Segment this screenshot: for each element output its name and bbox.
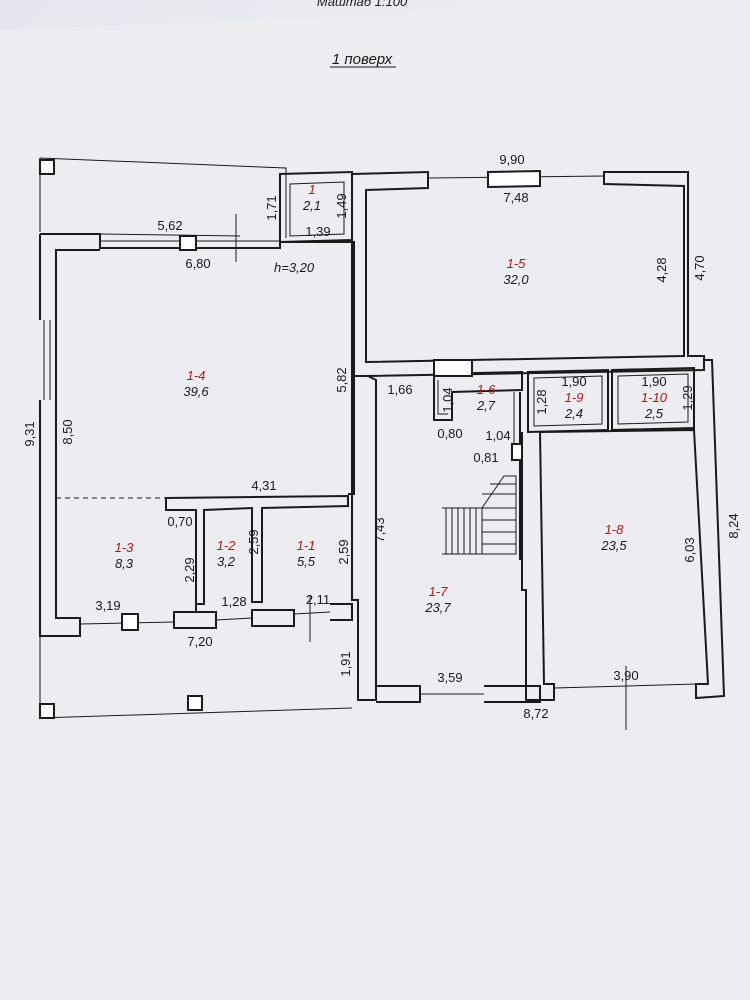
room-1-1-area: 5,5 xyxy=(297,554,316,569)
floor-title: 1 поверх xyxy=(332,51,393,68)
room-1-10-area: 2,5 xyxy=(644,406,664,421)
room-1-3-id: 1-3 xyxy=(115,540,135,555)
dim-label: 7,43 xyxy=(372,517,387,542)
wall-room-1-6 xyxy=(433,370,523,421)
room-1-7-id: 1-7 xyxy=(429,584,449,599)
dim-label: 1,39 xyxy=(305,224,330,239)
window-1-2 xyxy=(215,617,253,621)
pillar-north-1-4 xyxy=(179,235,197,251)
dim-label: 2,11 xyxy=(306,592,330,607)
dim-label: 7,20 xyxy=(187,634,212,649)
ceiling-height-label: h=3,20 xyxy=(274,260,315,275)
dim-label: 4,70 xyxy=(692,255,707,280)
dim-label: 8,72 xyxy=(523,706,548,721)
window-1-1 xyxy=(293,611,331,615)
pillar-top-left xyxy=(39,159,55,175)
dim-label: 1,04 xyxy=(485,428,510,443)
dim-label: 5,82 xyxy=(334,367,349,392)
wall-room-1-10 xyxy=(611,366,695,432)
wall-small-rooms-top xyxy=(165,494,349,605)
dim-label: 8,50 xyxy=(60,419,75,444)
room-labels: 1 2,1 1-5 32,0 1-4 39,6 1-6 2,7 1-9 2,4 … xyxy=(115,182,668,615)
room-1-5-area: 32,0 xyxy=(503,272,529,287)
dim-label: 9,31 xyxy=(22,421,37,446)
staircase xyxy=(442,475,517,555)
room-1-4-area: 39,6 xyxy=(183,384,209,399)
dim-label: 3,90 xyxy=(613,668,638,683)
dim-label: 1,66 xyxy=(387,382,412,397)
dim-label: 6,03 xyxy=(682,537,697,562)
room-1-6-id: 1-6 xyxy=(477,382,497,397)
pillar-north-1-5 xyxy=(487,169,541,189)
dim-label: 3,59 xyxy=(437,670,462,685)
room-1-8-id: 1-8 xyxy=(605,522,625,537)
room-1-4-id: 1-4 xyxy=(187,368,206,383)
pillar-bottom-left xyxy=(39,703,55,719)
dim-label: 1,49 xyxy=(334,193,349,218)
dim-label: 3,19 xyxy=(95,598,120,613)
dim-label: 1,71 xyxy=(264,195,279,220)
wall-room-1-10-in xyxy=(617,373,689,425)
room-1-6-area: 2,7 xyxy=(476,398,496,413)
dim-label: 4,31 xyxy=(251,478,276,493)
dim-label: 0,81 xyxy=(473,450,498,465)
room-1-id: 1 xyxy=(308,182,315,197)
plan-walls xyxy=(38,157,726,730)
dim-label: 9,90 xyxy=(499,152,524,167)
dim-label: 2,59 xyxy=(336,539,351,564)
dim-label: 8,24 xyxy=(726,513,741,538)
room-1-1-id: 1-1 xyxy=(297,538,316,553)
wall-room-1-9-in xyxy=(533,375,603,427)
room-1-8-area: 23,5 xyxy=(600,538,627,553)
window-south-1-8 xyxy=(553,683,697,689)
room-1-7-area: 23,7 xyxy=(424,600,451,615)
scale-label: Маштаб 1:100 xyxy=(317,0,408,9)
room-1-area: 2,1 xyxy=(302,198,321,213)
dim-label: 1,04 xyxy=(440,387,455,412)
pillar-1-3 xyxy=(121,613,139,631)
dim-label: 6,80 xyxy=(185,256,210,271)
wall-room-1-inner xyxy=(289,181,345,237)
dim-label: 1,29 xyxy=(680,385,695,410)
dim-label: 1,28 xyxy=(534,389,549,414)
room-1-9-area: 2,4 xyxy=(564,406,583,421)
dim-label: 2,29 xyxy=(182,557,197,582)
room-1-5-id: 1-5 xyxy=(507,256,527,271)
dim-line-5-62 xyxy=(99,233,241,237)
dim-label: 0,70 xyxy=(167,514,192,529)
dim-label: 4,28 xyxy=(654,257,669,282)
room-1-10-id: 1-10 xyxy=(641,390,668,405)
dim-label: 5,62 xyxy=(157,218,182,233)
dimension-labels: 9,90 7,48 1,71 1,49 1,39 5,62 6,80 4,28 … xyxy=(22,152,741,721)
dim-label: 7,48 xyxy=(503,190,528,205)
room-1-3-area: 8,3 xyxy=(115,556,134,571)
wall-room-1-8 xyxy=(521,359,726,701)
wall-central xyxy=(351,375,377,701)
dim-label: 1,90 xyxy=(561,374,586,389)
dim-label: 1,28 xyxy=(221,594,246,609)
porch-outline xyxy=(39,157,287,238)
pillar-bottom-mid xyxy=(187,695,203,711)
wall-1-6-inner xyxy=(437,380,448,415)
wall-room-1-9 xyxy=(527,368,609,434)
pillar-1-7-door xyxy=(511,443,523,461)
dim-label: 1,90 xyxy=(641,374,666,389)
room-1-9-id: 1-9 xyxy=(565,390,584,405)
pillar-1-6 xyxy=(433,359,473,377)
dim-label: 0,80 xyxy=(437,426,462,441)
room-1-2-area: 3,2 xyxy=(217,554,236,569)
wall-small-rooms-bottom xyxy=(79,603,353,636)
dim-label: 2,59 xyxy=(246,529,261,554)
dim-label: 1,91 xyxy=(338,651,353,676)
room-1-2-id: 1-2 xyxy=(217,538,237,553)
wall-room-1-5 xyxy=(351,170,705,377)
